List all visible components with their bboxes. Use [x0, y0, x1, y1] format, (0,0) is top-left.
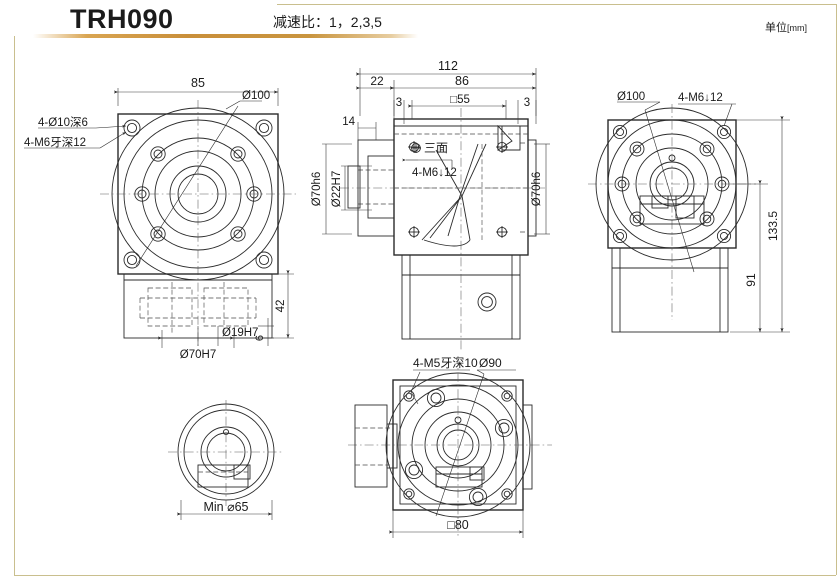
dimension-step-right-3: 3	[517, 97, 537, 124]
dimension-register-70h7: Ø70H7	[157, 330, 235, 361]
callout-tapped-m6-depth12: 4-M6牙深12	[24, 131, 127, 149]
view-shaft-end-detail: Min ⌀65	[168, 400, 284, 520]
dimension-height-42: 42	[272, 269, 294, 339]
svg-text:133.5: 133.5	[766, 211, 780, 241]
svg-text:□80: □80	[447, 518, 469, 532]
callout-three-faces: 三面	[411, 141, 448, 155]
page-title: TRH090	[70, 4, 174, 34]
view-input-flange-rear: Ø100 4-M6↓12 133.5 91	[588, 91, 790, 333]
frame-border-top-right	[277, 4, 837, 5]
dimension-input-shaft-22h7: Ø22H7	[331, 165, 372, 211]
dimension-right-pilot-70h6: Ø70h6	[531, 143, 550, 235]
dimension-overall-112: 112	[355, 59, 537, 116]
svg-text:3: 3	[396, 97, 402, 109]
unit-label: 单位[mm]	[765, 19, 807, 35]
svg-text:Ø70H7: Ø70H7	[180, 349, 216, 361]
view-mounting-face-bottom: 4-M5牙深10 Ø90 □80	[348, 356, 552, 538]
callout-bottom-tapped-m5: 4-M5牙深10	[410, 356, 478, 405]
svg-text:Ø70h6: Ø70h6	[531, 172, 543, 207]
svg-text:14: 14	[342, 116, 355, 128]
bottom-keyway-detail	[435, 466, 485, 488]
dimension-min-dia-65: Min ⌀65	[176, 500, 273, 520]
dimension-width-85: 85	[113, 76, 279, 106]
dimension-square-80: □80	[388, 510, 524, 538]
dimension-body-86: 86	[389, 74, 537, 90]
bottom-bolt-circle-holes	[404, 388, 514, 507]
svg-text:Ø19H7: Ø19H7	[222, 327, 258, 339]
frame-border-left	[14, 36, 15, 576]
frame-border-right	[836, 4, 837, 575]
svg-text:85: 85	[191, 76, 205, 90]
dimension-bore-19h7: Ø19H7	[197, 326, 258, 346]
svg-text:Ø100: Ø100	[242, 90, 270, 102]
svg-text:86: 86	[455, 74, 469, 88]
svg-text:4-Ø10深6: 4-Ø10深6	[38, 115, 88, 129]
shaft-end-keyway	[197, 464, 251, 488]
unit-word: 单位	[765, 22, 787, 34]
rear-bolt-circle-holes	[614, 141, 730, 227]
svg-text:112: 112	[438, 59, 458, 73]
dimension-step-left-3: 3	[393, 97, 405, 124]
dimension-depth-6: 6	[254, 318, 274, 346]
callout-counterbore-4x10: 4-Ø10深6	[38, 115, 127, 129]
dimension-height-91: 91	[730, 179, 768, 333]
dimension-height-133-5: 133.5	[730, 115, 790, 333]
dimension-input-22: 22	[355, 74, 395, 116]
dimension-left-pilot-70h6: Ø70h6	[311, 143, 352, 235]
svg-text:91: 91	[744, 273, 758, 287]
callout-tapped-m6-12: 4-M6↓12	[402, 158, 457, 179]
view-cross-section: 112 22 86 □55	[311, 59, 550, 350]
corner-counterbore-holes	[123, 119, 273, 269]
callout-bottom-bolt-circle-90: Ø90	[435, 356, 516, 517]
callout-rear-tapped-m6: 4-M6↓12	[678, 92, 736, 127]
title-accent-bar	[33, 34, 418, 38]
dimension-input-length-14: 14	[342, 116, 377, 140]
svg-text:Min ⌀65: Min ⌀65	[203, 500, 248, 514]
svg-text:三面: 三面	[424, 141, 448, 155]
reduction-ratio-label: 减速比：1，2,3,5	[273, 14, 382, 30]
svg-text:22: 22	[370, 74, 384, 88]
svg-text:6: 6	[254, 335, 266, 341]
svg-text:4-M6↓12: 4-M6↓12	[412, 167, 457, 179]
keyway-detail	[639, 195, 705, 225]
view-output-flange-front: 85 Ø100 4-Ø10深6 4-M6牙深12	[24, 76, 296, 361]
svg-text:Ø100: Ø100	[617, 91, 645, 103]
svg-text:3: 3	[524, 97, 530, 109]
svg-text:Ø22H7: Ø22H7	[331, 171, 343, 207]
bottom-corner-tapped-holes	[403, 390, 513, 500]
svg-text:Ø70h6: Ø70h6	[311, 172, 323, 207]
bolt-circle-holes	[134, 146, 262, 242]
hidden-internal-features	[139, 282, 257, 334]
svg-text:□55: □55	[450, 94, 470, 106]
svg-text:42: 42	[275, 300, 287, 313]
svg-text:4-M6↓12: 4-M6↓12	[678, 92, 723, 104]
callout-pilot-dia-100: Ø100	[135, 90, 270, 267]
unit-value: [mm]	[787, 23, 807, 33]
callout-rear-pilot-100: Ø100	[617, 91, 695, 273]
frame-border-bottom	[14, 575, 836, 576]
dimension-square-55: □55	[407, 94, 507, 119]
svg-text:Ø90: Ø90	[479, 356, 502, 370]
svg-text:4-M5牙深10: 4-M5牙深10	[413, 356, 478, 370]
svg-text:4-M6牙深12: 4-M6牙深12	[24, 135, 86, 149]
section-tapped-hole-symbols	[408, 141, 508, 238]
